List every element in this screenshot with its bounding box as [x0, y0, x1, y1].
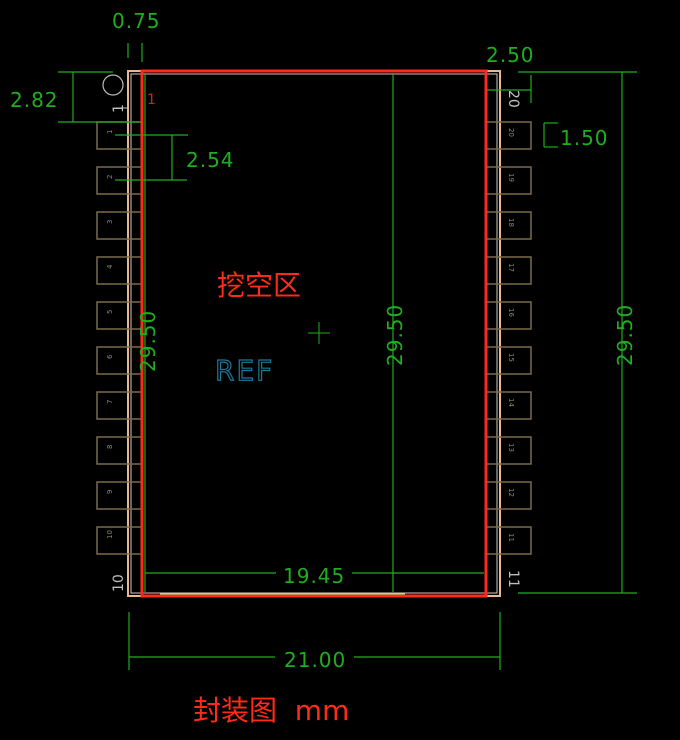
pad-number: 12	[507, 488, 515, 497]
pad-number: 7	[106, 400, 114, 404]
pad-number: 10	[106, 530, 114, 539]
center-cross-icon	[308, 322, 330, 344]
corner-pin-bottom-left: 10	[111, 574, 127, 592]
caption: 封装图 mm	[193, 694, 349, 727]
dimension-lines	[58, 43, 637, 670]
dim-height-right: 29.50	[613, 304, 637, 366]
corner-pin-top-right: 20	[505, 90, 521, 108]
pad-number: 2	[106, 175, 114, 179]
pad-left	[96, 526, 143, 555]
pad-left	[96, 256, 143, 285]
corner-pin-bottom-right: 11	[505, 570, 521, 588]
pad-number: 19	[507, 173, 515, 182]
pad-number: 9	[106, 490, 114, 494]
pad-number: 14	[507, 398, 515, 407]
dim-height-center: 29.50	[383, 304, 407, 366]
pin1-indicator-circle	[102, 74, 124, 96]
cutout-outline	[140, 69, 488, 598]
dim-first-pin-offset: 2.82	[10, 88, 59, 112]
reference-designator: REF	[215, 354, 274, 387]
pad-number: 18	[507, 218, 515, 227]
dim-height-left: 29.50	[136, 310, 160, 372]
pad-number: 15	[507, 353, 515, 362]
pad-number: 8	[106, 445, 114, 449]
pad-number: 3	[106, 220, 114, 224]
dim-inner-width: 19.45	[283, 564, 345, 588]
dim-pin-width: 0.75	[112, 9, 161, 33]
corner-pin-top-left: 1	[111, 104, 127, 113]
pad-number: 6	[106, 354, 114, 359]
dim-total-width: 21.00	[284, 648, 346, 672]
pad-number: 17	[507, 263, 515, 272]
pad-number: 16	[507, 308, 515, 317]
pad-left	[96, 481, 143, 510]
pad-number: 1	[106, 130, 114, 134]
pad-left	[96, 211, 143, 240]
pad-left	[96, 436, 143, 465]
cutout-area-label: 挖空区	[217, 269, 301, 302]
pad-number: 13	[507, 443, 515, 452]
dim-right-margin: 2.50	[486, 43, 535, 67]
pad-number: 20	[507, 128, 515, 137]
dim-pad-height: 1.50	[560, 126, 609, 150]
module-outline-inner	[130, 73, 498, 594]
pin1-marker: 1	[147, 92, 156, 108]
dim-pitch: 2.54	[186, 148, 235, 172]
pad-left	[96, 391, 143, 420]
pad-number: 4	[106, 264, 114, 269]
pad-number: 5	[106, 310, 114, 314]
pad-number: 11	[507, 533, 515, 542]
